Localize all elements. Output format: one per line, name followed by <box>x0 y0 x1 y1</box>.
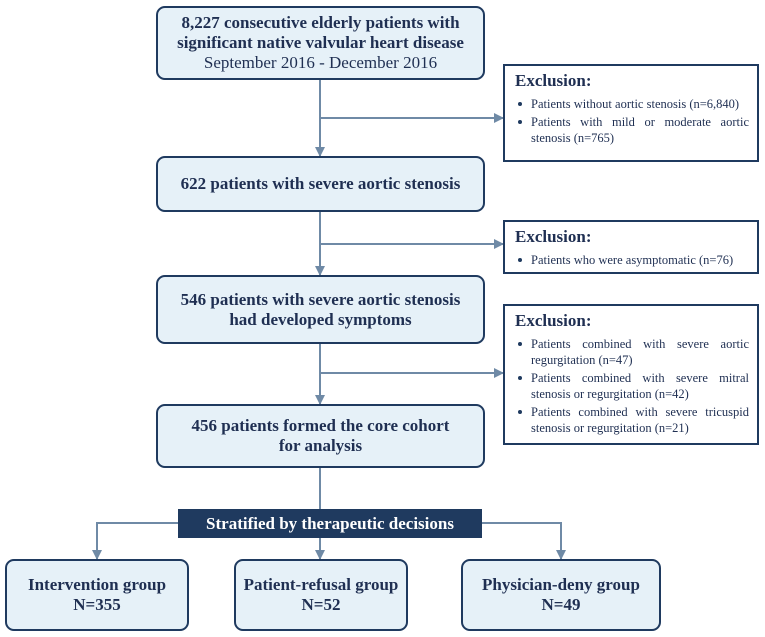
exclusion-3-title: Exclusion: <box>515 311 592 330</box>
exclusion-3-item: Patients combined with severe mitral ste… <box>518 371 749 401</box>
intervention-group-count: N=355 <box>73 595 121 614</box>
box-initial-cohort: 8,227 consecutive elderly patients with … <box>156 6 485 80</box>
exclusion-2-list: Patients who were asymptomatic (n=76) <box>515 252 749 268</box>
box-severe-aortic-stenosis: 622 patients with severe aortic stenosis <box>156 156 485 212</box>
exclusion-1-item: Patients without aortic stenosis (n=6,84… <box>518 96 749 112</box>
physician-deny-group-count: N=49 <box>541 595 581 614</box>
exclusion-2-item: Patients who were asymptomatic (n=76) <box>518 252 749 268</box>
intervention-group-name: Intervention group <box>27 575 167 594</box>
box-intervention-group: Intervention group N=355 <box>5 559 189 631</box>
box-patient-refusal-group: Patient-refusal group N=52 <box>234 559 408 631</box>
arrow-to-intervention-group <box>92 522 178 560</box>
stratification-banner: Stratified by therapeutic decisions <box>178 509 482 538</box>
exclusion-3-item: Patients combined with severe tricuspid … <box>518 405 749 435</box>
box-core-cohort: 456 patients formed the core cohort for … <box>156 404 485 468</box>
initial-cohort-dates: September 2016 - December 2016 <box>203 53 438 72</box>
exclusion-box-2: Exclusion: Patients who were asymptomati… <box>503 220 759 274</box>
box-physician-deny-group: Physician-deny group N=49 <box>461 559 661 631</box>
severe-aortic-stenosis-label: 622 patients with severe aortic stenosis <box>180 174 461 193</box>
exclusion-1-list: Patients without aortic stenosis (n=6,84… <box>515 96 749 146</box>
initial-cohort-line1: 8,227 consecutive elderly patients with <box>181 13 460 32</box>
symptomatic-line2: had developed symptoms <box>229 309 412 329</box>
exclusion-box-3: Exclusion: Patients combined with severe… <box>503 304 759 445</box>
exclusion-box-1: Exclusion: Patients without aortic steno… <box>503 64 759 162</box>
exclusion-3-list: Patients combined with severe aortic reg… <box>515 336 749 436</box>
box-symptomatic: 546 patients with severe aortic stenosis… <box>156 275 485 344</box>
exclusion-1-item: Patients with mild or moderate aortic st… <box>518 115 749 145</box>
physician-deny-group-name: Physician-deny group <box>482 575 640 594</box>
patient-refusal-group-name: Patient-refusal group <box>243 575 399 594</box>
core-cohort-line2: for analysis <box>278 436 363 455</box>
arrow-to-physician-deny-group <box>482 522 566 560</box>
exclusion-1-title: Exclusion: <box>515 71 592 90</box>
exclusion-3-item: Patients combined with severe aortic reg… <box>518 337 749 367</box>
patient-refusal-group-count: N=52 <box>301 595 341 614</box>
core-cohort-line1: 456 patients formed the core cohort <box>191 416 450 435</box>
symptomatic-line1: 546 patients with severe aortic stenosis <box>180 289 461 309</box>
exclusion-2-title: Exclusion: <box>515 227 592 246</box>
initial-cohort-line2: significant native valvular heart diseas… <box>177 33 464 52</box>
